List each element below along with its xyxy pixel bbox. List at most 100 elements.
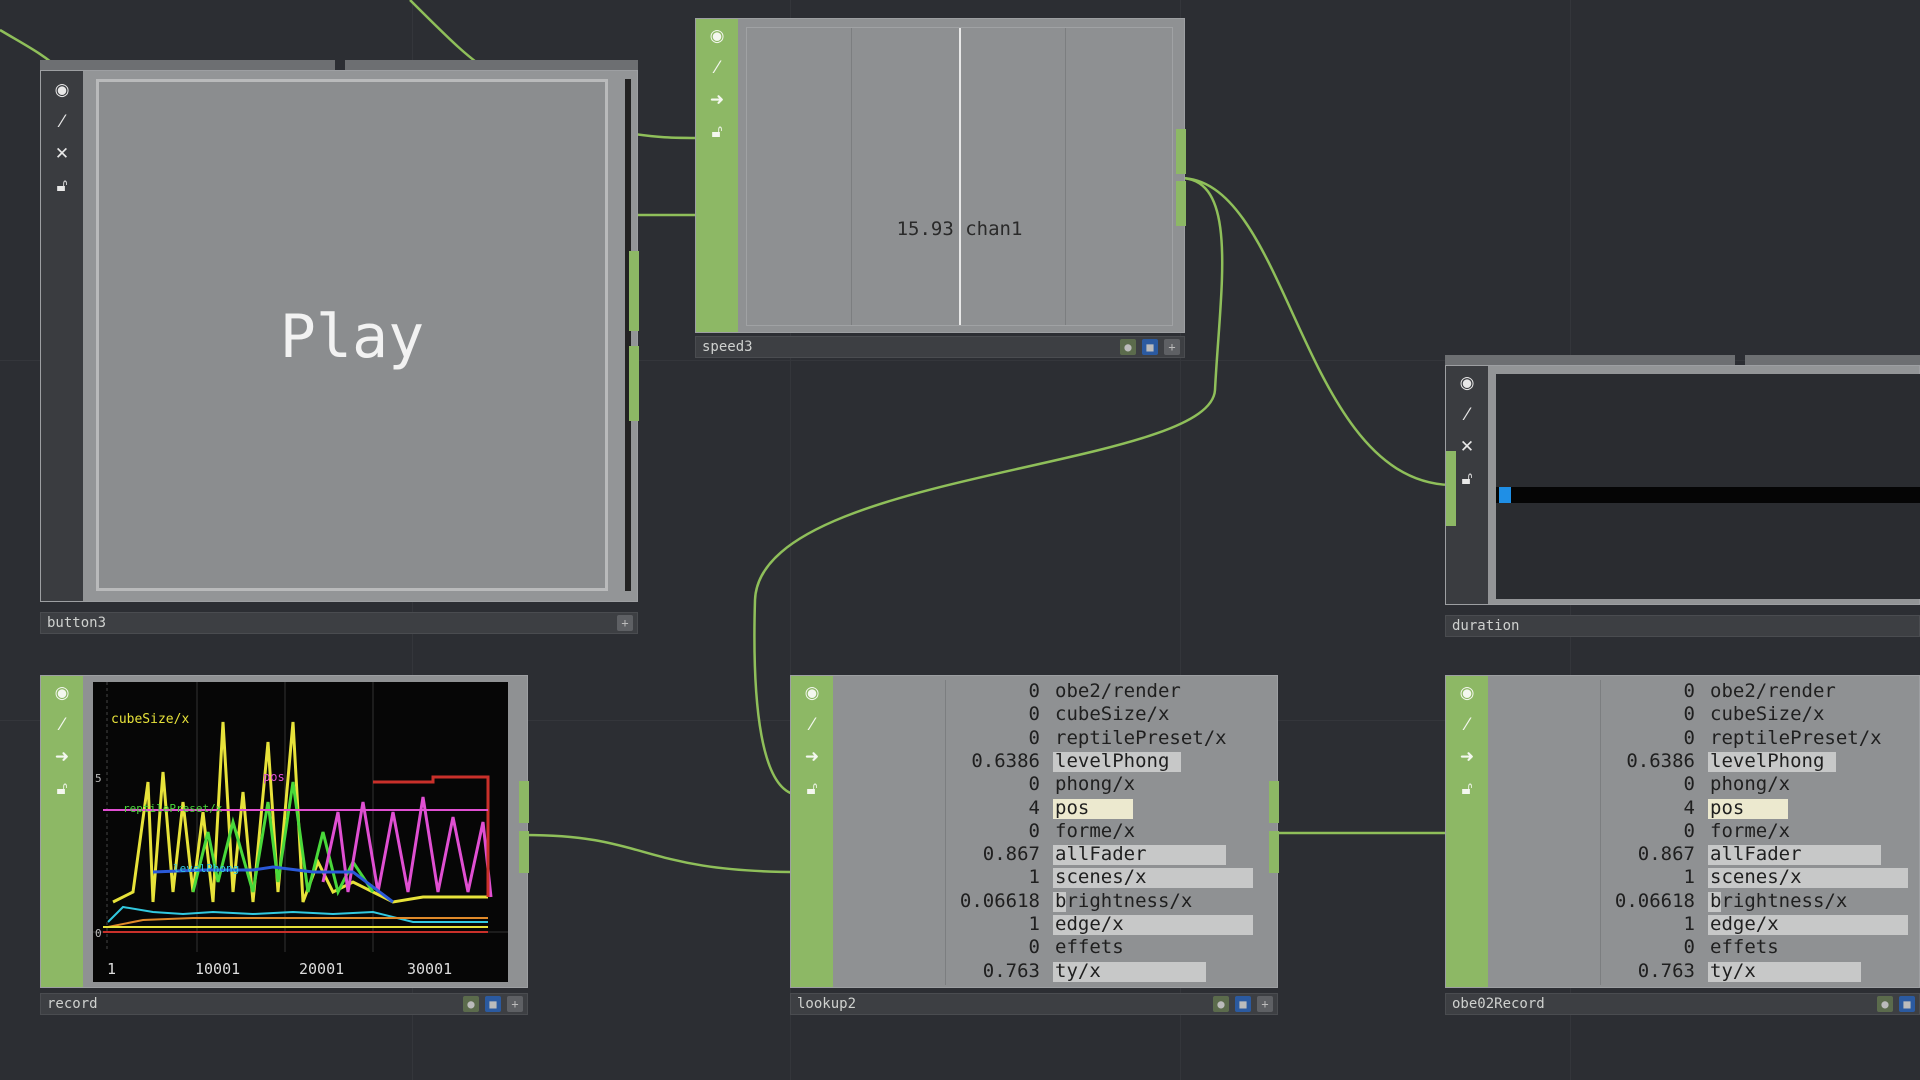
duration-slider-handle[interactable] [1499,487,1511,503]
viewer-toggle-icon[interactable]: ■ [1235,996,1251,1012]
x-tick-30001: 30001 [407,960,453,978]
wire-record-lookup [524,833,801,874]
viewer-icon[interactable]: ◉ [1459,373,1475,393]
lock-icon[interactable]: 🔓︎ [56,176,68,196]
bypass-icon[interactable]: ⁄ [60,112,64,132]
bypass-icon[interactable]: ⁄ [60,715,64,735]
lock-icon[interactable]: 🔓︎ [1461,469,1473,489]
lock-icon[interactable]: 🔓︎ [806,779,818,799]
channel-value-bar [1708,751,1836,772]
channel-value-bar [1053,751,1181,772]
channel-name: forme/x [1055,819,1136,842]
viewer-toggle-icon[interactable]: ■ [1142,339,1158,355]
cook-icon[interactable]: ➜ [804,747,820,767]
channel-value: 0 [1683,773,1695,796]
channel-value: 0 [1028,726,1040,749]
viewer-icon[interactable]: ◉ [804,683,820,703]
close-icon[interactable]: ✕ [54,144,70,164]
series-magenta [321,796,493,898]
button-node-name[interactable]: button3 [47,615,107,631]
add-icon[interactable]: + [1164,339,1180,355]
duration-node-name[interactable]: duration [1452,618,1520,634]
display-icon[interactable]: ● [1120,339,1136,355]
cook-icon[interactable]: ➜ [709,90,725,110]
channel-name: scenes/x [1710,866,1802,889]
duration-node[interactable]: ◉ ⁄ ✕ 🔓︎ duration [1445,355,1920,640]
channel-name: edge/x [1710,913,1779,935]
play-button-label: Play [279,302,425,372]
viewer-icon[interactable]: ◉ [709,26,725,46]
viewer-toggle-icon[interactable]: ■ [1899,996,1915,1012]
speed-node-name[interactable]: speed3 [702,339,753,355]
lookup-node-name[interactable]: lookup2 [797,996,857,1012]
channel-value-bar [1708,868,1908,889]
bypass-icon[interactable]: ⁄ [1465,715,1469,735]
viewer-icon[interactable]: ◉ [54,683,70,703]
display-icon[interactable]: ● [463,996,479,1012]
channel-name: ty/x [1055,959,1101,982]
viewer-icon[interactable]: ◉ [1459,683,1475,703]
series-yellow [112,721,488,904]
speed-node[interactable]: ◉ ⁄ ➜ 🔓︎ 15.93 chan1 speed3 ● ■ + [695,18,1186,358]
speed-readout: 15.93 chan1 [896,218,1023,240]
series-label-cubesize: cubeSize/x [111,712,190,727]
channel-name: ty/x [1710,959,1756,982]
lock-icon[interactable]: 🔓︎ [56,779,68,799]
display-icon[interactable]: ● [1213,996,1229,1012]
cook-icon[interactable]: ➜ [1459,747,1475,767]
y-tick-0: 0 [95,927,102,940]
channel-value: 0.763 [982,959,1040,982]
viewer-icon[interactable]: ◉ [54,80,70,100]
play-button[interactable]: Play [96,79,608,591]
bypass-icon[interactable]: ⁄ [810,715,814,735]
bypass-icon[interactable]: ⁄ [1465,405,1469,425]
lock-icon[interactable]: 🔓︎ [711,122,723,142]
channel-name: obe2/render [1055,680,1181,702]
viewer-toggle-icon[interactable]: ■ [485,996,501,1012]
x-tick-20001: 20001 [299,960,345,978]
button-node[interactable]: ◉ ⁄ ✕ 🔓︎ Play button3 + [40,60,639,640]
lock-icon[interactable]: 🔓︎ [1461,779,1473,799]
record-node-name[interactable]: record [47,996,98,1012]
channel-value: 0 [1683,819,1695,842]
cook-icon[interactable]: ➜ [54,747,70,767]
series-cyan [107,905,488,923]
record2-node-name[interactable]: obe02Record [1452,996,1545,1012]
duration-slider[interactable] [1496,374,1920,599]
display-icon[interactable]: ● [1877,996,1893,1012]
channel-value: 0.867 [1637,843,1695,866]
channel-name: phong/x [1055,773,1136,796]
series-label-reptilepreset: reptilePreset/x [123,802,223,815]
add-icon[interactable]: + [617,615,633,631]
add-icon[interactable]: + [507,996,523,1012]
record-node[interactable]: ◉ ⁄ ➜ 🔓︎ cubeSiz [40,675,529,1015]
series-orange [107,917,488,928]
speed-chart: 15.93 chan1 [746,27,1173,326]
channel-name: pos [1055,796,1090,819]
y-tick-5: 5 [95,772,102,785]
channel-name: scenes/x [1055,866,1147,889]
close-icon[interactable]: ✕ [1459,437,1475,457]
channel-value: 0.06618 [1614,889,1695,912]
table-row: 0.763 ty/x [841,960,1261,983]
channel-name: reptilePreset/x [1055,726,1227,749]
add-icon[interactable]: + [1257,996,1273,1012]
bypass-icon[interactable]: ⁄ [715,58,719,78]
